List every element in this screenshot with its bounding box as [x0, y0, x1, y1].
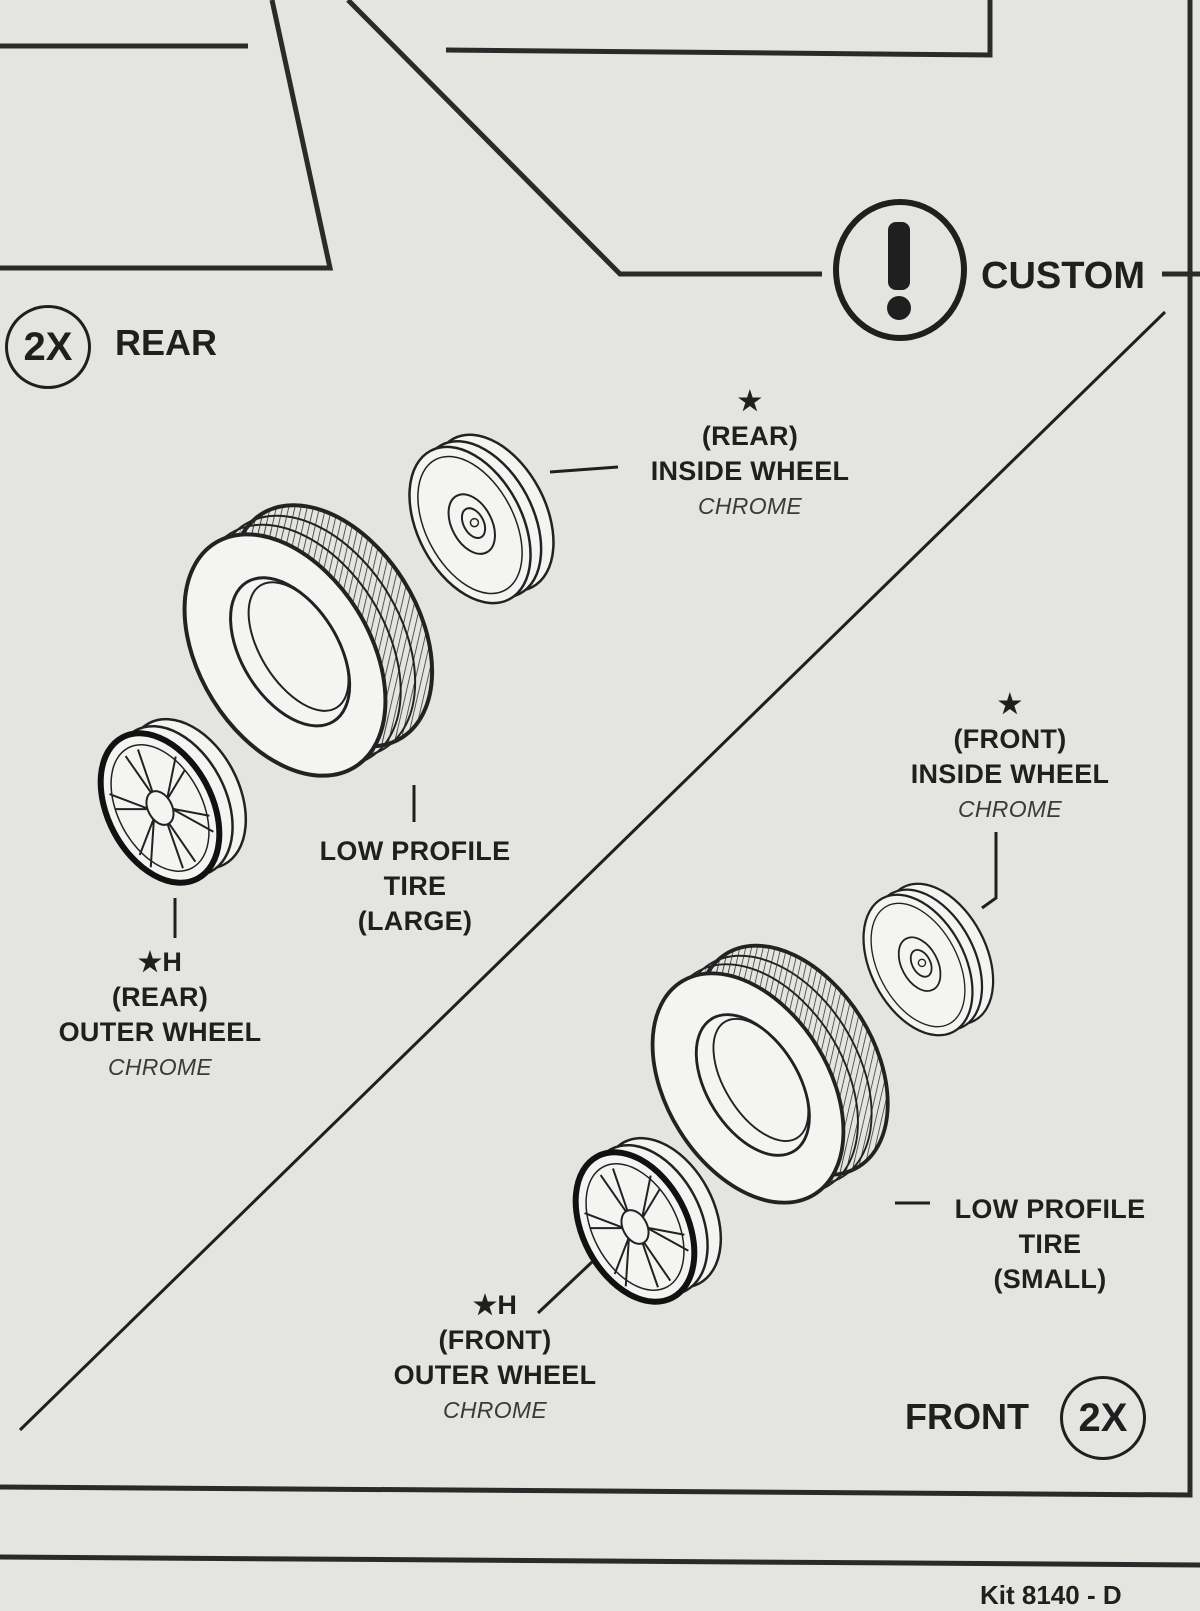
part-name: OUTER WHEEL [58, 1017, 262, 1047]
rear-count: 2X [23, 324, 73, 369]
tire-line-1: LOW PROFILE [319, 836, 511, 866]
kit-number: Kit 8140 - D [980, 1580, 1122, 1610]
position-text: (REAR) [701, 421, 799, 451]
position-text: (FRONT) [953, 724, 1067, 754]
custom-title: CUSTOM [981, 255, 1145, 297]
front-count-badge: 2X [1060, 1376, 1146, 1460]
star-marker: ★ [737, 386, 763, 416]
rear-outer-wheel-label: ★H (REAR) OUTER WHEEL CHROME [35, 945, 285, 1085]
position-text: (REAR) [111, 982, 209, 1012]
leader-lines [173, 465, 998, 1315]
part-name: INSIDE WHEEL [910, 759, 1110, 789]
front-title: FRONT [905, 1396, 1029, 1437]
divider-line [18, 310, 1167, 1432]
rear-title: REAR [115, 322, 218, 363]
tire-line-2: TIRE [383, 871, 447, 901]
star-h-marker: ★H [137, 947, 183, 977]
position-text: (FRONT) [438, 1325, 552, 1355]
rear-inside-wheel-label: ★ (REAR) INSIDE WHEEL CHROME [620, 384, 880, 524]
front-count: 2X [1078, 1395, 1128, 1440]
tire-line-3: (LARGE) [357, 906, 473, 936]
front-outer-wheel-label: ★H (FRONT) OUTER WHEEL CHROME [370, 1288, 620, 1428]
rear-inside-wheel-part [383, 412, 580, 625]
front-inside-wheel-label: ★ (FRONT) INSIDE WHEEL CHROME [880, 687, 1140, 827]
part-name: INSIDE WHEEL [650, 456, 850, 486]
finish-text: CHROME [957, 796, 1063, 822]
tire-line-1: LOW PROFILE [954, 1194, 1146, 1224]
finish-text: CHROME [697, 493, 803, 519]
tire-line-2: TIRE [1018, 1229, 1082, 1259]
star-marker: ★ [997, 689, 1023, 719]
finish-text: CHROME [107, 1054, 213, 1080]
frame-lines [0, 0, 1200, 1568]
part-name: OUTER WHEEL [393, 1360, 597, 1390]
front-tire-label: LOW PROFILE TIRE (SMALL) [930, 1192, 1170, 1297]
star-h-marker: ★H [472, 1290, 518, 1320]
rear-tire-label: LOW PROFILE TIRE (LARGE) [290, 834, 540, 939]
rear-count-badge: 2X [5, 305, 91, 389]
finish-text: CHROME [442, 1397, 548, 1423]
exclamation-circle-icon [833, 199, 967, 341]
tire-line-3: (SMALL) [993, 1264, 1107, 1294]
